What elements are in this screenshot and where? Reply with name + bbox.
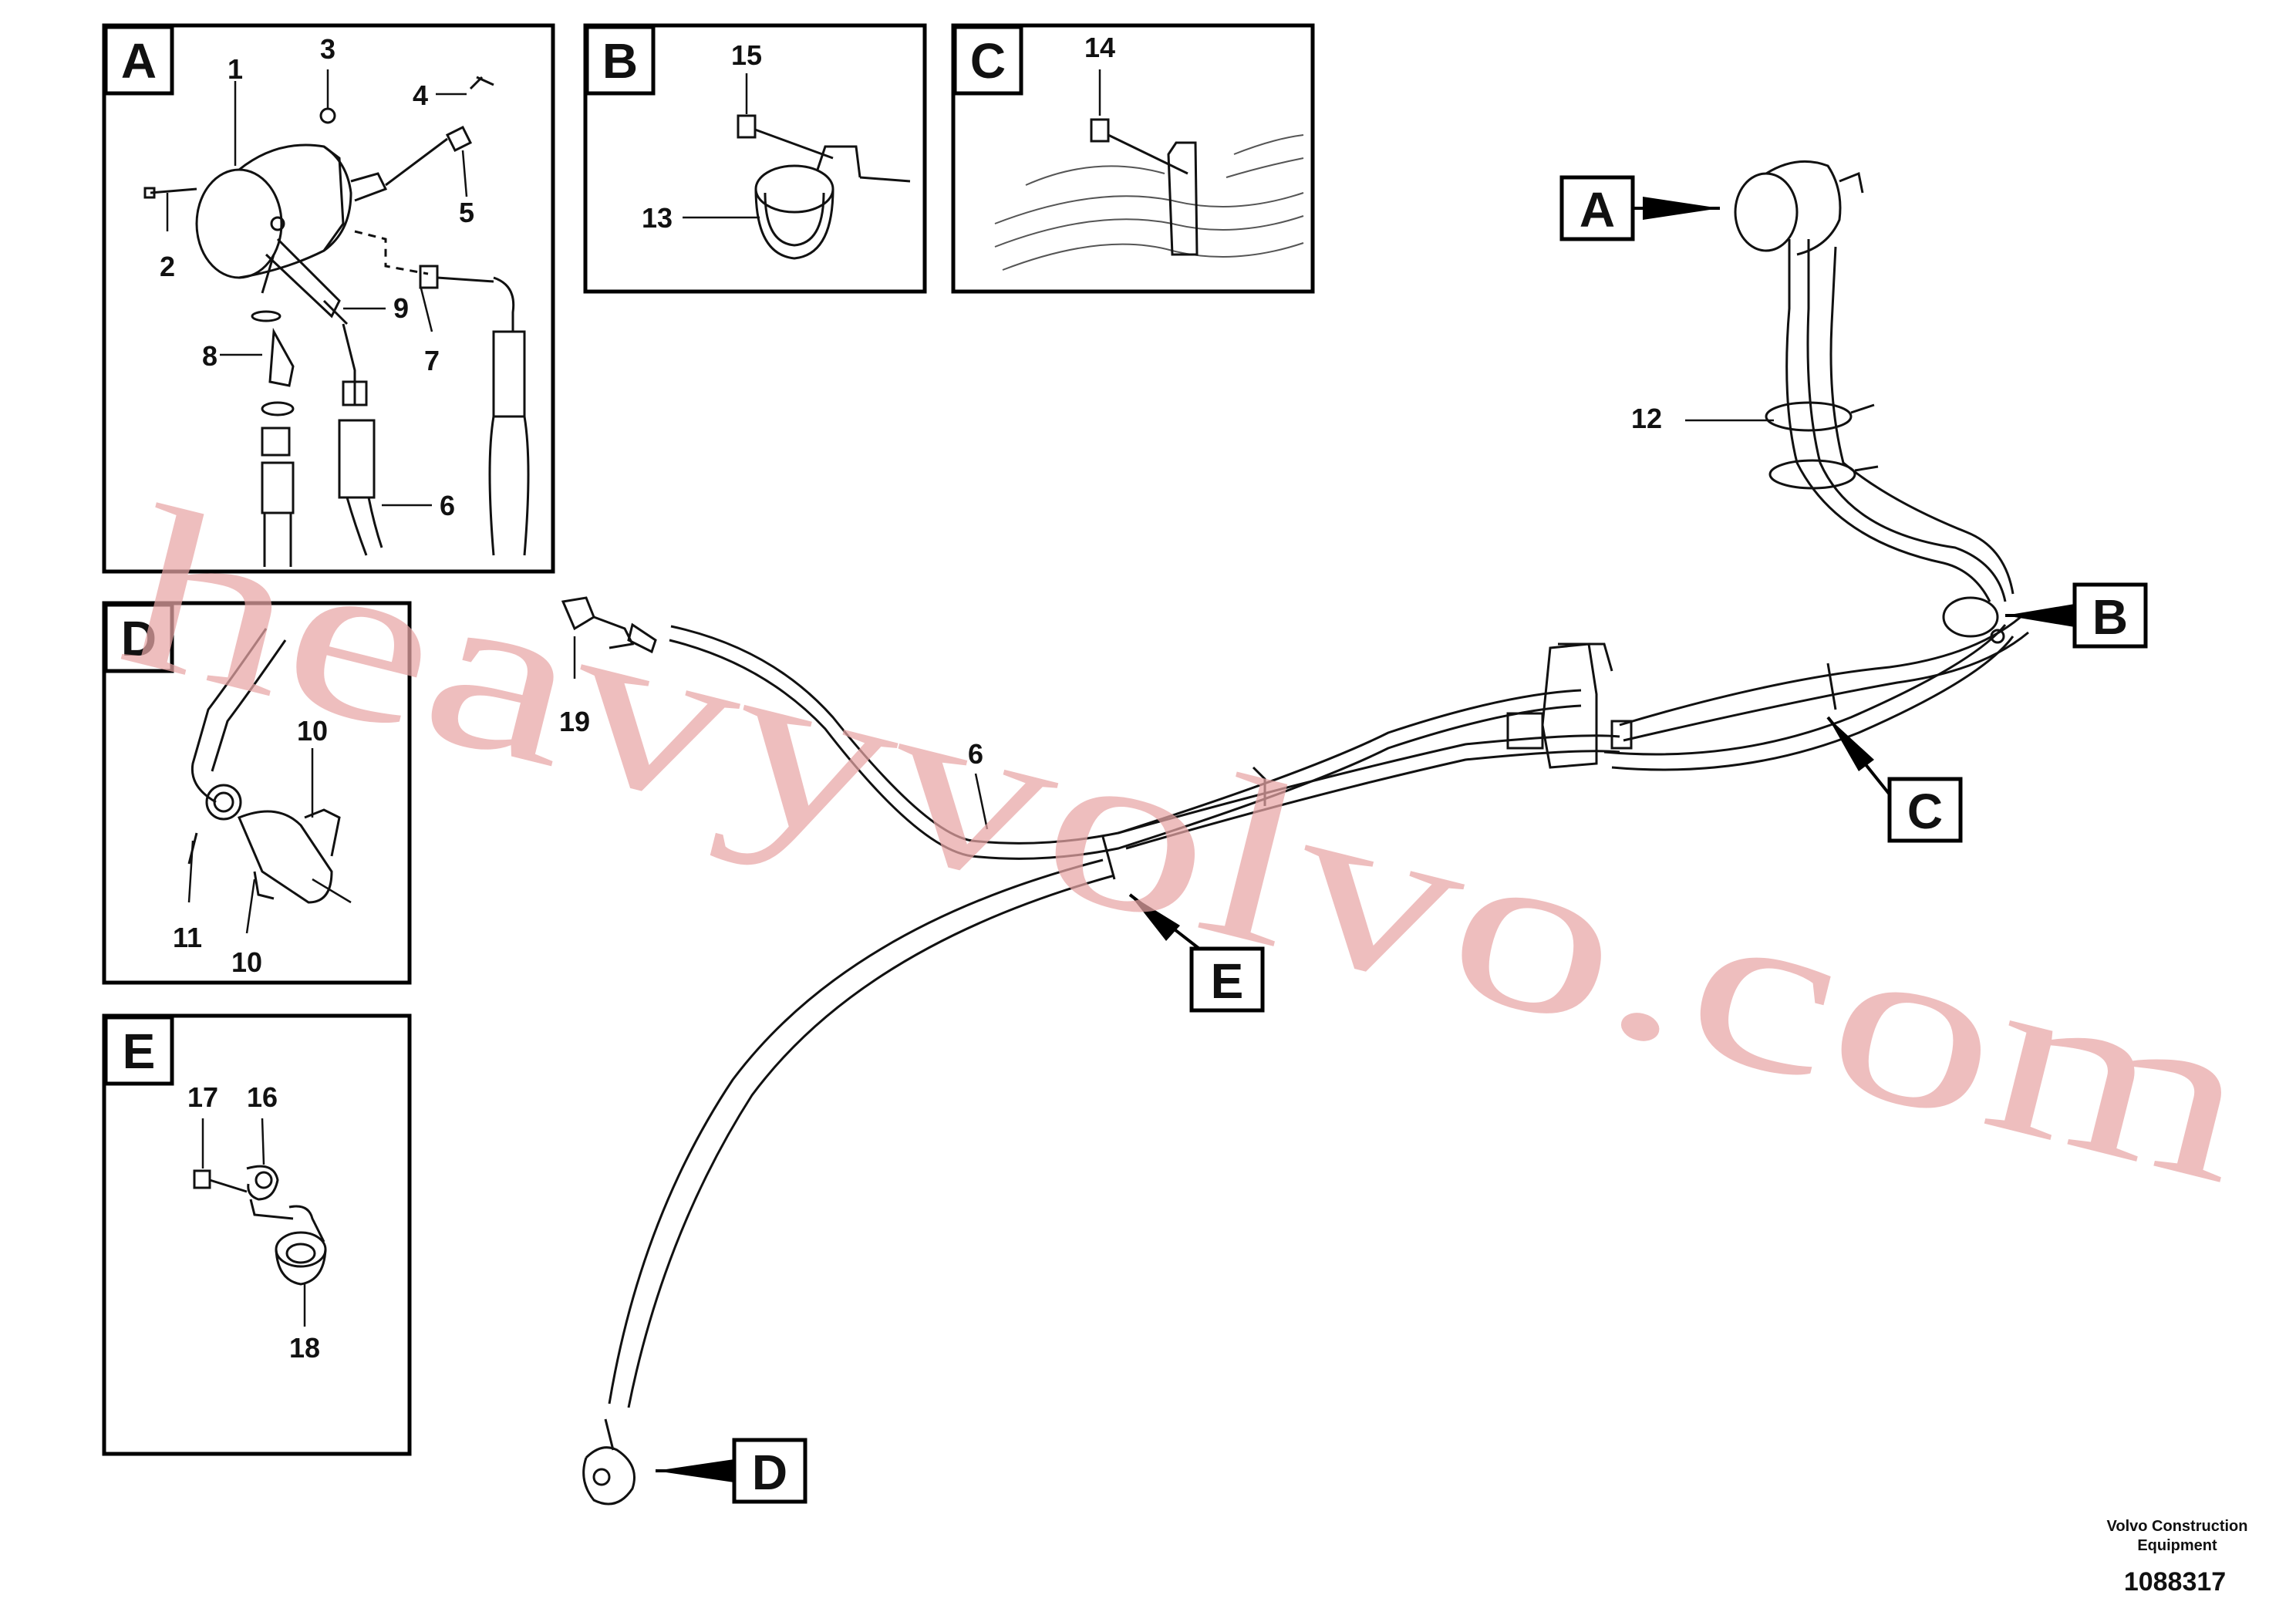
callout-6: 6	[440, 490, 455, 521]
callout-6-main: 6	[968, 738, 983, 770]
callout-10-bottom: 10	[231, 946, 262, 978]
detail-panel-a: A	[102, 23, 555, 574]
svg-text:C: C	[1907, 784, 1943, 839]
drawing-number: 1088317	[2124, 1567, 2226, 1597]
svg-text:A: A	[1580, 182, 1615, 238]
callout-4: 4	[413, 79, 428, 111]
callout-1: 1	[228, 53, 243, 85]
detail-panel-b: B 15 13	[583, 23, 927, 294]
panel-b-letter: B	[602, 33, 638, 89]
callout-12: 12	[1631, 403, 1662, 434]
callout-14: 14	[1084, 32, 1115, 63]
callout-10-top: 10	[297, 715, 328, 747]
callout-5: 5	[459, 197, 474, 228]
watermark-text: heavyvolvo.com	[103, 457, 2275, 1233]
callout-3: 3	[320, 33, 335, 65]
ref-tag-c: C	[1826, 716, 1963, 843]
callout-16: 16	[247, 1081, 278, 1113]
callout-2: 2	[160, 251, 175, 282]
footer-company-line2: Equipment	[2137, 1537, 2217, 1554]
callout-13: 13	[642, 202, 673, 234]
panel-e-letter: E	[123, 1023, 156, 1079]
reference-tags: A B C E D	[656, 175, 2148, 1504]
callout-7: 7	[424, 345, 440, 376]
callout-9: 9	[393, 292, 409, 324]
panel-a-letter: A	[121, 33, 157, 89]
svg-text:E: E	[1211, 953, 1244, 1009]
detail-panel-d: D 10 11 10	[102, 601, 412, 985]
ref-tag-d: D	[656, 1438, 807, 1504]
callout-17: 17	[187, 1081, 218, 1113]
callout-19: 19	[559, 706, 590, 737]
svg-text:B: B	[2092, 589, 2128, 645]
callout-15: 15	[731, 39, 762, 71]
panel-d-letter: D	[121, 611, 157, 666]
panel-c-letter: C	[970, 33, 1006, 89]
ref-tag-a: A	[1559, 175, 1720, 241]
footer-company-line1: Volvo Construction	[2107, 1518, 2248, 1535]
callout-11: 11	[173, 922, 202, 953]
callout-18: 18	[289, 1332, 320, 1364]
ref-tag-b: B	[2005, 582, 2148, 649]
callout-8: 8	[202, 340, 217, 372]
main-hose-assembly: 6 12 19	[559, 160, 2029, 1506]
detail-panel-e: E 17 16 18	[102, 1013, 412, 1456]
svg-text:D: D	[752, 1445, 787, 1500]
detail-panel-c: C 14	[951, 23, 1315, 294]
ref-tag-e: E	[1128, 893, 1265, 1013]
footer: Volvo Construction Equipment 1088317	[2107, 1518, 2248, 1597]
